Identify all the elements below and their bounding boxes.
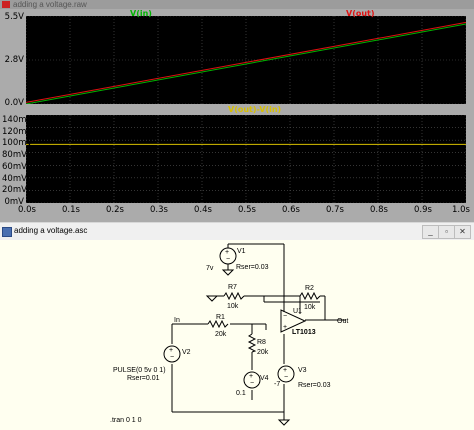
bottom-y-tick: 60mV	[2, 161, 27, 172]
r8-value: 20k	[257, 349, 269, 356]
bottom-y-tick: 120mV	[2, 126, 33, 137]
r1-name: R1	[216, 314, 225, 321]
x-tick-label: 0.5s	[238, 205, 256, 215]
r8-resistor[interactable]: R8 20k	[247, 333, 269, 356]
x-tick-label: 1.0s	[452, 205, 470, 215]
net-label-out[interactable]: Out	[337, 318, 348, 325]
top-y-tick: 0.0V	[4, 98, 24, 108]
v3-param: Rser=0.03	[298, 382, 331, 389]
top-pane-plot[interactable]	[26, 16, 466, 104]
svg-text:+: +	[169, 347, 173, 354]
x-tick-label: 0.9s	[414, 205, 432, 215]
bottom-y-tick: 0mV	[4, 197, 24, 207]
u1-opamp[interactable]: − + U1 LT1013	[280, 308, 316, 336]
svg-text:+: +	[225, 249, 229, 256]
v1-param: Rser=0.03	[236, 264, 269, 271]
r1-resistor[interactable]: R1 20k	[207, 314, 229, 338]
vin-trace-label[interactable]: V(in)	[130, 9, 152, 18]
r8-name: R8	[257, 339, 266, 346]
schematic-drawing: + − V1 7v Rser=0.03 R7 10k R2 10k R1 20k	[110, 243, 348, 426]
x-tick-label: 0.8s	[370, 205, 388, 215]
schematic-document-icon	[2, 227, 12, 237]
r7-value: 10k	[227, 303, 239, 310]
v1-name: V1	[237, 248, 246, 255]
schematic-window-title: adding a voltage.asc	[14, 226, 88, 235]
r2-value: 10k	[304, 304, 316, 311]
r7-resistor[interactable]: R7 10k	[205, 284, 245, 310]
bottom-y-tick: 80mV	[2, 150, 27, 161]
bottom-pane-chart	[26, 115, 466, 203]
v1-value: 7v	[206, 265, 214, 272]
v2-name: V2	[182, 349, 191, 356]
v2-param: Rser=0.01	[127, 375, 160, 382]
close-button[interactable]: ✕	[454, 225, 471, 239]
r1-value: 20k	[215, 331, 227, 338]
svg-text:−: −	[283, 313, 287, 320]
x-tick-label: 0.6s	[282, 205, 300, 215]
svg-text:−: −	[284, 374, 288, 381]
x-tick-label: 0.4s	[194, 205, 212, 215]
v3-value: -7	[274, 381, 280, 388]
minimize-button[interactable]: _	[422, 225, 439, 239]
v1-source[interactable]: + − V1 7v Rser=0.03	[206, 247, 269, 272]
series-line-v-in-[interactable]	[26, 23, 466, 104]
top-pane-chart	[26, 16, 466, 104]
top-y-tick: 5.5V	[4, 12, 24, 22]
series-line-v-out-[interactable]	[26, 21, 466, 103]
bottom-y-tick: 100mV	[2, 138, 33, 149]
v2-value: PULSE(0 5v 0 1)	[113, 367, 166, 374]
restore-button[interactable]: ▫	[438, 225, 455, 239]
net-label-in[interactable]: In	[174, 317, 180, 324]
svg-text:−: −	[250, 380, 254, 387]
bottom-pane-plot[interactable]	[26, 115, 466, 203]
x-tick-label: 0.3s	[150, 205, 168, 215]
waveform-title-bar[interactable]: adding a voltage.raw	[0, 0, 474, 9]
waveform-window-icon	[2, 1, 10, 8]
diff-trace-label[interactable]: V(out)-V(in)	[228, 105, 282, 114]
r2-resistor[interactable]: R2 10k	[299, 285, 321, 311]
u1-name: U1	[293, 308, 302, 315]
v3-name: V3	[298, 367, 307, 374]
svg-text:−: −	[226, 256, 230, 263]
v4-source[interactable]: + − V4 0.1	[236, 371, 269, 397]
schematic-wires	[171, 243, 346, 420]
svg-text:+: +	[283, 324, 287, 331]
ground-symbol	[221, 269, 235, 276]
u1-value: LT1013	[292, 329, 316, 336]
svg-text:+: +	[283, 367, 287, 374]
schematic-title-bar[interactable]: adding a voltage.asc _ ▫ ✕	[0, 222, 474, 241]
r7-name: R7	[228, 284, 237, 291]
svg-text:−: −	[170, 354, 174, 361]
x-tick-label: 0.0s	[18, 205, 36, 215]
bottom-y-tick: 140mV	[2, 114, 33, 125]
x-tick-label: 0.2s	[106, 205, 124, 215]
tran-directive[interactable]: .tran 0 1 0	[110, 417, 142, 424]
waveform-window-title: adding a voltage.raw	[13, 0, 87, 9]
v4-name: V4	[260, 375, 269, 382]
r2-name: R2	[305, 285, 314, 292]
x-tick-label: 0.1s	[62, 205, 80, 215]
v4-value: 0.1	[236, 390, 246, 397]
ground-symbol	[277, 419, 291, 426]
bottom-y-tick: 40mV	[2, 173, 27, 184]
x-tick-label: 0.7s	[326, 205, 344, 215]
bottom-y-tick: 20mV	[2, 185, 27, 196]
svg-text:+: +	[249, 373, 253, 380]
v3-source[interactable]: + − V3 -7 Rser=0.03	[274, 365, 331, 389]
top-y-tick: 2.8V	[4, 55, 24, 65]
schematic-canvas[interactable]: + − V1 7v Rser=0.03 R7 10k R2 10k R1 20k	[0, 240, 474, 430]
vout-trace-label[interactable]: V(out)	[346, 9, 375, 18]
waveform-viewer[interactable]: V(in) V(out) 5.5V 2.8V 0.0V V(out)-V(in)…	[0, 9, 474, 219]
v2-source[interactable]: + − V2 PULSE(0 5v 0 1) Rser=0.01	[113, 345, 191, 382]
